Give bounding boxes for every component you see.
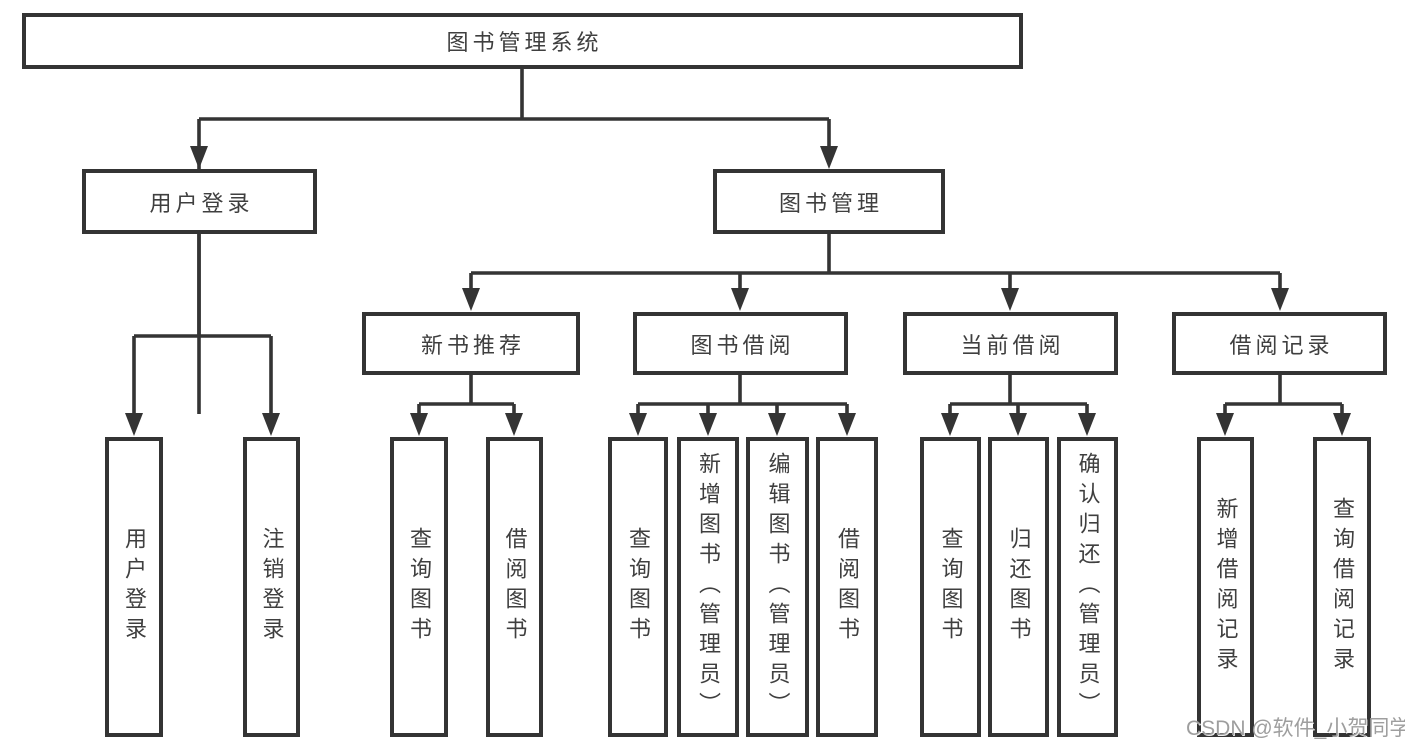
- leaf-return-book: 归还图书: [988, 437, 1049, 737]
- connector-current-borrow-to-leaves: [941, 375, 1096, 436]
- leaf-label: 查询图书: [407, 527, 432, 647]
- leaf-label: 确认归还（管理员）: [1075, 452, 1101, 722]
- leaf-label: 用户登录: [122, 527, 147, 647]
- leaf-label: 新增图书（管理员）: [696, 452, 721, 722]
- connector-book-borrow-to-leaves: [629, 375, 856, 436]
- leaf-label: 注销登录: [259, 527, 285, 647]
- node-label: 借阅记录: [1229, 332, 1334, 358]
- leaf-query-books-borrowing: 查询图书: [608, 437, 668, 737]
- leaf-label: 查询借阅记录: [1330, 497, 1355, 677]
- leaf-query-borrow-record: 查询借阅记录: [1313, 437, 1371, 737]
- node-book-management: 图书管理: [713, 169, 945, 234]
- connector-new-book-to-leaves: [410, 375, 523, 436]
- leaf-label: 新增借阅记录: [1213, 497, 1239, 677]
- leaf-label: 归还图书: [1006, 527, 1032, 647]
- leaf-label: 借阅图书: [502, 527, 528, 647]
- leaf-label: 借阅图书: [835, 527, 860, 647]
- connector-book-management-to-level3: [462, 234, 1289, 311]
- leaf-query-books-current: 查询图书: [920, 437, 981, 737]
- node-label: 图书管理: [778, 190, 883, 216]
- connector-user-login-to-leaves: [125, 234, 280, 436]
- leaf-label: 编辑图书（管理员）: [765, 452, 791, 722]
- leaf-borrow-books-recommend: 借阅图书: [486, 437, 543, 737]
- leaf-logout: 注销登录: [243, 437, 300, 737]
- leaf-label: 查询图书: [938, 527, 964, 647]
- node-new-book-recommendation: 新书推荐: [362, 312, 580, 375]
- leaf-borrow-books: 借阅图书: [816, 437, 878, 737]
- node-user-login: 用户登录: [82, 169, 317, 234]
- csdn-watermark: CSDN @软件_小贺同学: [1186, 717, 1405, 740]
- node-label: 当前借阅: [960, 332, 1065, 358]
- leaf-label: 查询图书: [626, 527, 651, 647]
- node-label: 新书推荐: [420, 332, 525, 358]
- node-label: 用户登录: [149, 190, 254, 216]
- leaf-add-borrow-record: 新增借阅记录: [1197, 437, 1254, 737]
- connector-borrow-records-to-leaves: [1216, 375, 1351, 436]
- leaf-query-books-recommend: 查询图书: [390, 437, 448, 737]
- leaf-user-login: 用户登录: [105, 437, 163, 737]
- node-library-management-system: 图书管理系统: [22, 13, 1023, 69]
- connector-root-to-level2: [190, 69, 838, 414]
- node-current-borrowing: 当前借阅: [903, 312, 1118, 375]
- leaf-add-book-admin: 新增图书（管理员）: [677, 437, 739, 737]
- node-book-borrowing: 图书借阅: [633, 312, 848, 375]
- node-label: 图书管理系统: [446, 30, 603, 55]
- node-label: 图书借阅: [690, 332, 795, 358]
- node-borrowing-records: 借阅记录: [1172, 312, 1387, 375]
- leaf-confirm-return-admin: 确认归还（管理员）: [1057, 437, 1118, 737]
- leaf-edit-book-admin: 编辑图书（管理员）: [746, 437, 809, 737]
